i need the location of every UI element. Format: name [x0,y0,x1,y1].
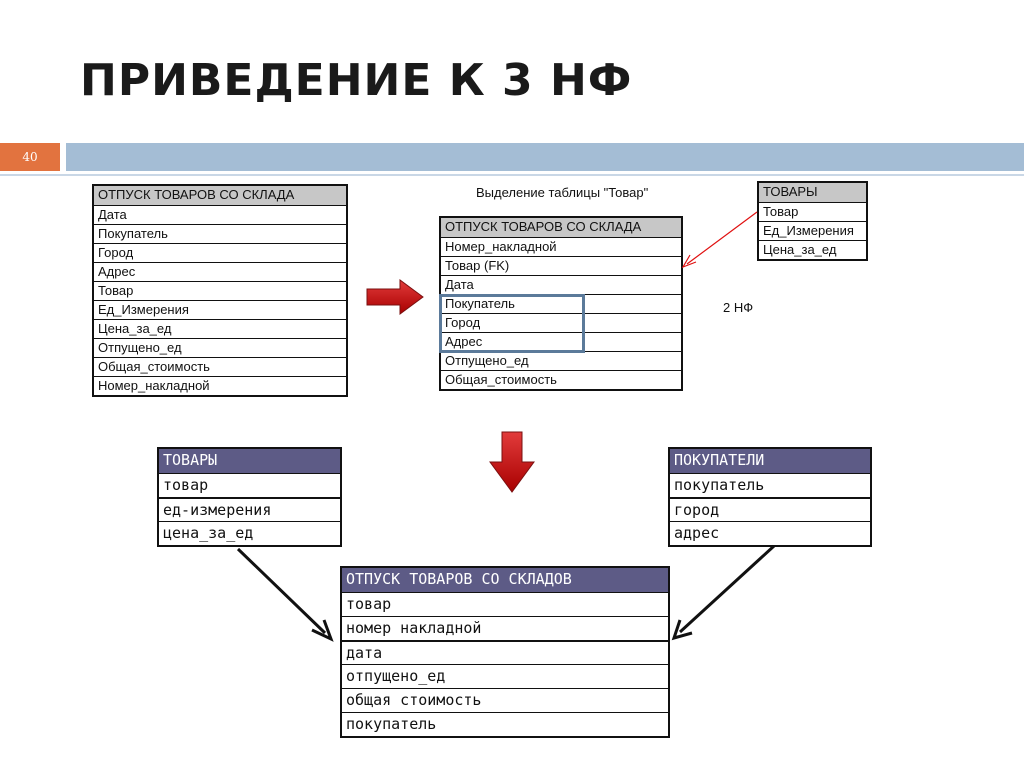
table-row: Адрес [441,332,681,351]
red-down-arrow-icon [489,431,535,493]
table-row: дата [342,640,668,664]
table-row: Ед_Измерения [759,221,866,240]
slide-title: ПРИВЕДЕНИЕ К 3 НФ [80,55,633,106]
table-row: товар [342,592,668,616]
table-row: Номер_накладной [94,376,346,395]
table-header: ТОВАРЫ [159,449,340,473]
buyer-fields-highlight [439,294,585,353]
table-row: Товар (FK) [441,256,681,275]
red-pointer-arrow-head [681,254,697,269]
table-row: Номер_накладной [441,237,681,256]
table-row: Цена_за_ед [759,240,866,259]
table-row: Отпущено_ед [94,338,346,357]
caption-extract-goods: Выделение таблицы "Товар" [476,185,649,200]
table-row: цена_за_ед [159,521,340,545]
table-header: ПОКУПАТЕЛИ [670,449,870,473]
table-row: Покупатель [94,224,346,243]
table-row: общая стоимость [342,688,668,712]
table-row: Дата [441,275,681,294]
table-row: Город [94,243,346,262]
slide-number: 40 [0,143,60,171]
caption-2nf: 2 НФ [723,300,754,315]
table-row: отпущено_ед [342,664,668,688]
goods-to-main-arrow-head [311,619,334,642]
table-row: покупатель [670,473,870,497]
table-row: Адрес [94,262,346,281]
red-pointer-arrow [686,211,758,265]
table-row: Город [441,313,681,332]
header-band [66,143,1024,171]
table-row: покупатель [342,712,668,736]
table-3nf-main: ОТПУСК ТОВАРОВ СО СКЛАДОВ товар номер на… [340,566,670,738]
red-right-arrow-icon [366,279,424,315]
buyers-to-main-arrow-head [671,619,693,641]
table-row: Товар [759,202,866,221]
table-row: Общая_стоимость [94,357,346,376]
table-row: адрес [670,521,870,545]
buyers-to-main-arrow [678,544,776,634]
table-original: ОТПУСК ТОВАРОВ СО СКЛАДА Дата Покупатель… [92,184,348,397]
header-band-line [0,174,1024,176]
table-header: ОТПУСК ТОВАРОВ СО СКЛАДА [94,186,346,205]
table-3nf-goods: ТОВАРЫ товар ед-измерения цена_за_ед [157,447,342,547]
table-row: номер накладной [342,616,668,640]
table-row: товар [159,473,340,497]
table-header: ТОВАРЫ [759,183,866,202]
table-row: Дата [94,205,346,224]
table-row: город [670,497,870,521]
table-2nf-goods: ТОВАРЫ Товар Ед_Измерения Цена_за_ед [757,181,868,261]
table-3nf-buyers: ПОКУПАТЕЛИ покупатель город адрес [668,447,872,547]
goods-to-main-arrow [236,547,327,635]
table-row: Общая_стоимость [441,370,681,389]
table-header: ОТПУСК ТОВАРОВ СО СКЛАДОВ [342,568,668,592]
table-row: Товар [94,281,346,300]
table-row: Цена_за_ед [94,319,346,338]
table-header: ОТПУСК ТОВАРОВ СО СКЛАДА [441,218,681,237]
table-row: Отпущено_ед [441,351,681,370]
table-row: ед-измерения [159,497,340,521]
table-row: Ед_Измерения [94,300,346,319]
